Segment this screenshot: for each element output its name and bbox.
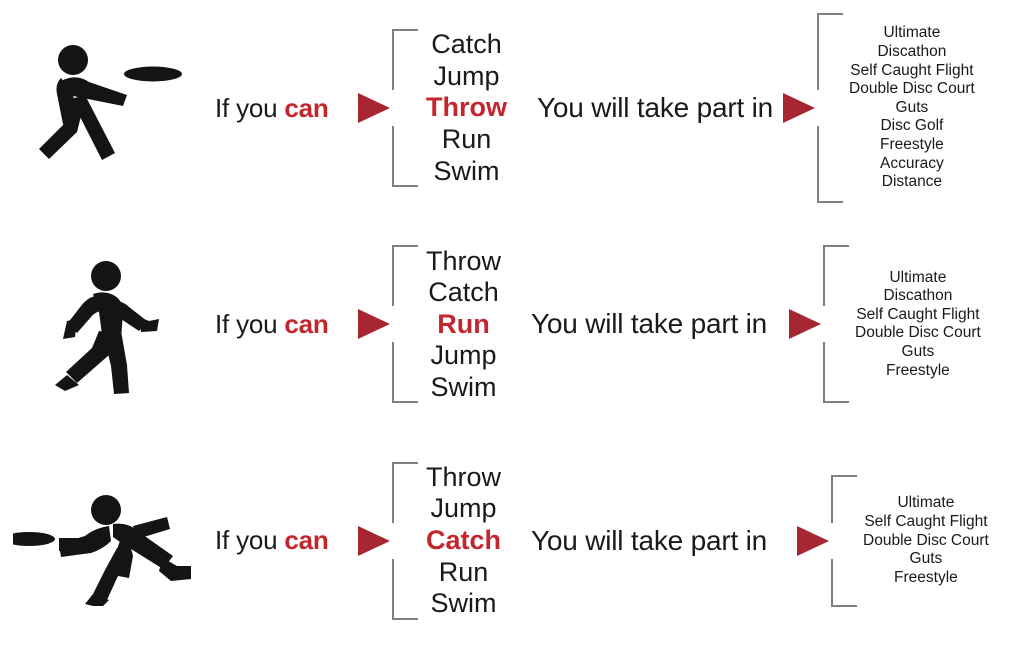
event-item: Freestyle	[894, 568, 958, 586]
skills-list: Throw Jump Catch Run Swim	[418, 462, 505, 620]
thrower-with-disc-icon	[38, 45, 182, 161]
arrow-right-icon	[358, 525, 390, 556]
skill-item: Jump	[430, 340, 497, 371]
event-item: Freestyle	[880, 136, 944, 154]
bracket-icon	[831, 474, 858, 607]
pictogram-runner	[0, 216, 215, 432]
bracket-icon	[392, 461, 418, 620]
skills-bracket-group: Throw Catch Run Jump Swim	[358, 245, 505, 404]
skill-item: Swim	[433, 155, 500, 186]
event-item: Double Disc Court	[863, 531, 989, 549]
condition-text: If you can	[215, 309, 350, 340]
events-bracket-group: Ultimate Discathon Self Caught Flight Do…	[789, 245, 981, 404]
bracket-icon	[392, 29, 418, 188]
bracket-top-half	[831, 474, 858, 523]
event-item: Self Caught Flight	[850, 61, 974, 79]
condition-lead: If you	[215, 308, 278, 339]
event-item: Ultimate	[883, 24, 941, 42]
events-list: Ultimate Discathon Self Caught Flight Do…	[843, 24, 975, 191]
skill-item-highlighted: Throw	[426, 92, 507, 123]
skill-item: Catch	[428, 277, 499, 308]
skills-bracket-group: Catch Jump Throw Run Swim	[358, 29, 511, 188]
result-text: You will take part in	[531, 524, 768, 556]
bracket-top-half	[392, 29, 418, 91]
skill-item: Jump	[430, 493, 497, 524]
skills-bracket-group: Throw Jump Catch Run Swim	[358, 461, 505, 620]
skill-item-highlighted: Run	[437, 308, 490, 339]
bracket-icon	[817, 13, 844, 204]
skill-item: Swim	[430, 371, 497, 402]
arrow-right-icon	[358, 93, 390, 124]
bracket-top-half	[823, 245, 850, 307]
event-item: Distance	[881, 173, 943, 191]
bracket-icon	[823, 245, 850, 404]
event-item: Guts	[909, 550, 943, 568]
arrow-right-icon	[358, 309, 390, 340]
diving-catcher-with-disc-icon	[12, 494, 191, 606]
skill-item: Throw	[426, 245, 502, 276]
event-item: Disc Golf	[880, 117, 944, 135]
event-item: Guts	[901, 343, 935, 361]
event-item: Ultimate	[897, 494, 955, 512]
bracket-bottom-half	[823, 342, 850, 404]
condition-emphasis: can	[284, 92, 329, 123]
condition-text: If you can	[215, 93, 350, 124]
skills-list: Throw Catch Run Jump Swim	[418, 246, 505, 404]
bracket-bottom-half	[831, 558, 858, 607]
skill-item: Jump	[433, 60, 500, 91]
events-list: Ultimate Discathon Self Caught Flight Do…	[849, 269, 981, 381]
event-item: Guts	[895, 98, 929, 116]
skill-item: Run	[438, 556, 489, 587]
skill-item: Swim	[430, 588, 497, 619]
event-item: Freestyle	[886, 361, 950, 379]
bracket-bottom-half	[392, 342, 418, 404]
event-item: Ultimate	[889, 268, 947, 286]
condition-emphasis: can	[284, 308, 329, 339]
events-bracket-group: Ultimate Discathon Self Caught Flight Do…	[783, 13, 975, 204]
infographic-row: If you can Throw Catch Run Jump Swim You…	[0, 216, 1024, 432]
event-item: Discathon	[877, 43, 947, 61]
bracket-icon	[392, 245, 418, 404]
pictogram-thrower-with-disc	[0, 0, 215, 216]
bracket-top-half	[392, 461, 418, 523]
bracket-bottom-half	[392, 126, 418, 188]
bracket-top-half	[392, 245, 418, 307]
pictogram-diving-catcher	[0, 433, 215, 649]
event-item: Self Caught Flight	[856, 305, 980, 323]
event-item: Accuracy	[880, 154, 944, 172]
skill-item: Throw	[426, 461, 502, 492]
bracket-bottom-half	[817, 126, 844, 204]
arrow-right-icon	[783, 93, 816, 124]
skill-item: Catch	[431, 29, 502, 60]
skills-list: Catch Jump Throw Run Swim	[418, 29, 511, 187]
events-bracket-group: Ultimate Self Caught Flight Double Disc …	[797, 474, 989, 607]
condition-lead: If you	[215, 92, 278, 123]
event-item: Double Disc Court	[849, 80, 975, 98]
condition-text: If you can	[215, 525, 350, 556]
events-list: Ultimate Self Caught Flight Double Disc …	[857, 494, 989, 587]
skill-item-highlighted: Catch	[426, 525, 502, 556]
arrow-right-icon	[789, 309, 822, 340]
result-text: You will take part in	[537, 92, 774, 124]
runner-icon	[54, 261, 159, 395]
bracket-bottom-half	[392, 558, 418, 620]
event-item: Discathon	[883, 287, 953, 305]
skill-item: Run	[441, 123, 492, 154]
arrow-right-icon	[797, 525, 830, 556]
result-text: You will take part in	[531, 308, 768, 340]
bracket-top-half	[817, 13, 844, 91]
event-item: Self Caught Flight	[864, 512, 988, 530]
condition-lead: If you	[215, 525, 278, 556]
event-item: Double Disc Court	[855, 324, 981, 342]
infographic-row: If you can Throw Jump Catch Run Swim You…	[0, 433, 1024, 649]
condition-emphasis: can	[284, 525, 329, 556]
infographic-row: If you can Catch Jump Throw Run Swim You…	[0, 0, 1024, 216]
